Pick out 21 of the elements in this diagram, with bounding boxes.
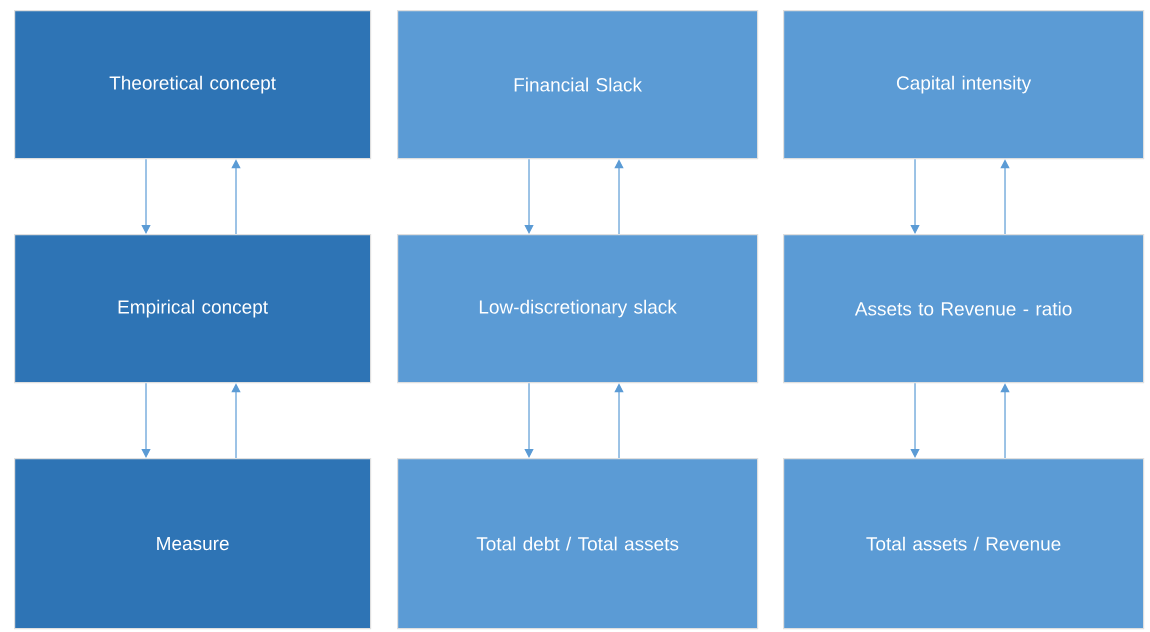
concept-box: Total assets / Revenue	[783, 458, 1145, 630]
concept-box: Theoretical concept	[14, 10, 372, 160]
concept-box: Capital intensity	[783, 10, 1145, 160]
concept-box: Low-discretionary slack	[397, 234, 759, 384]
arrow	[141, 158, 151, 234]
concept-box: Empirical concept	[14, 234, 372, 384]
concept-box: Assets to Revenue - ratio	[783, 234, 1145, 384]
arrow	[614, 159, 624, 235]
arrow	[910, 158, 920, 234]
arrow	[524, 158, 534, 234]
concept-box: Financial Slack	[397, 10, 759, 160]
arrow	[1000, 159, 1010, 235]
arrow	[614, 383, 624, 459]
arrow	[1000, 383, 1010, 459]
arrow	[910, 382, 920, 458]
concept-box: Total debt / Total assets	[397, 458, 759, 630]
arrow	[524, 382, 534, 458]
arrow	[231, 383, 241, 459]
concept-box: Measure	[14, 458, 372, 630]
arrow	[231, 159, 241, 235]
arrow	[141, 382, 151, 458]
